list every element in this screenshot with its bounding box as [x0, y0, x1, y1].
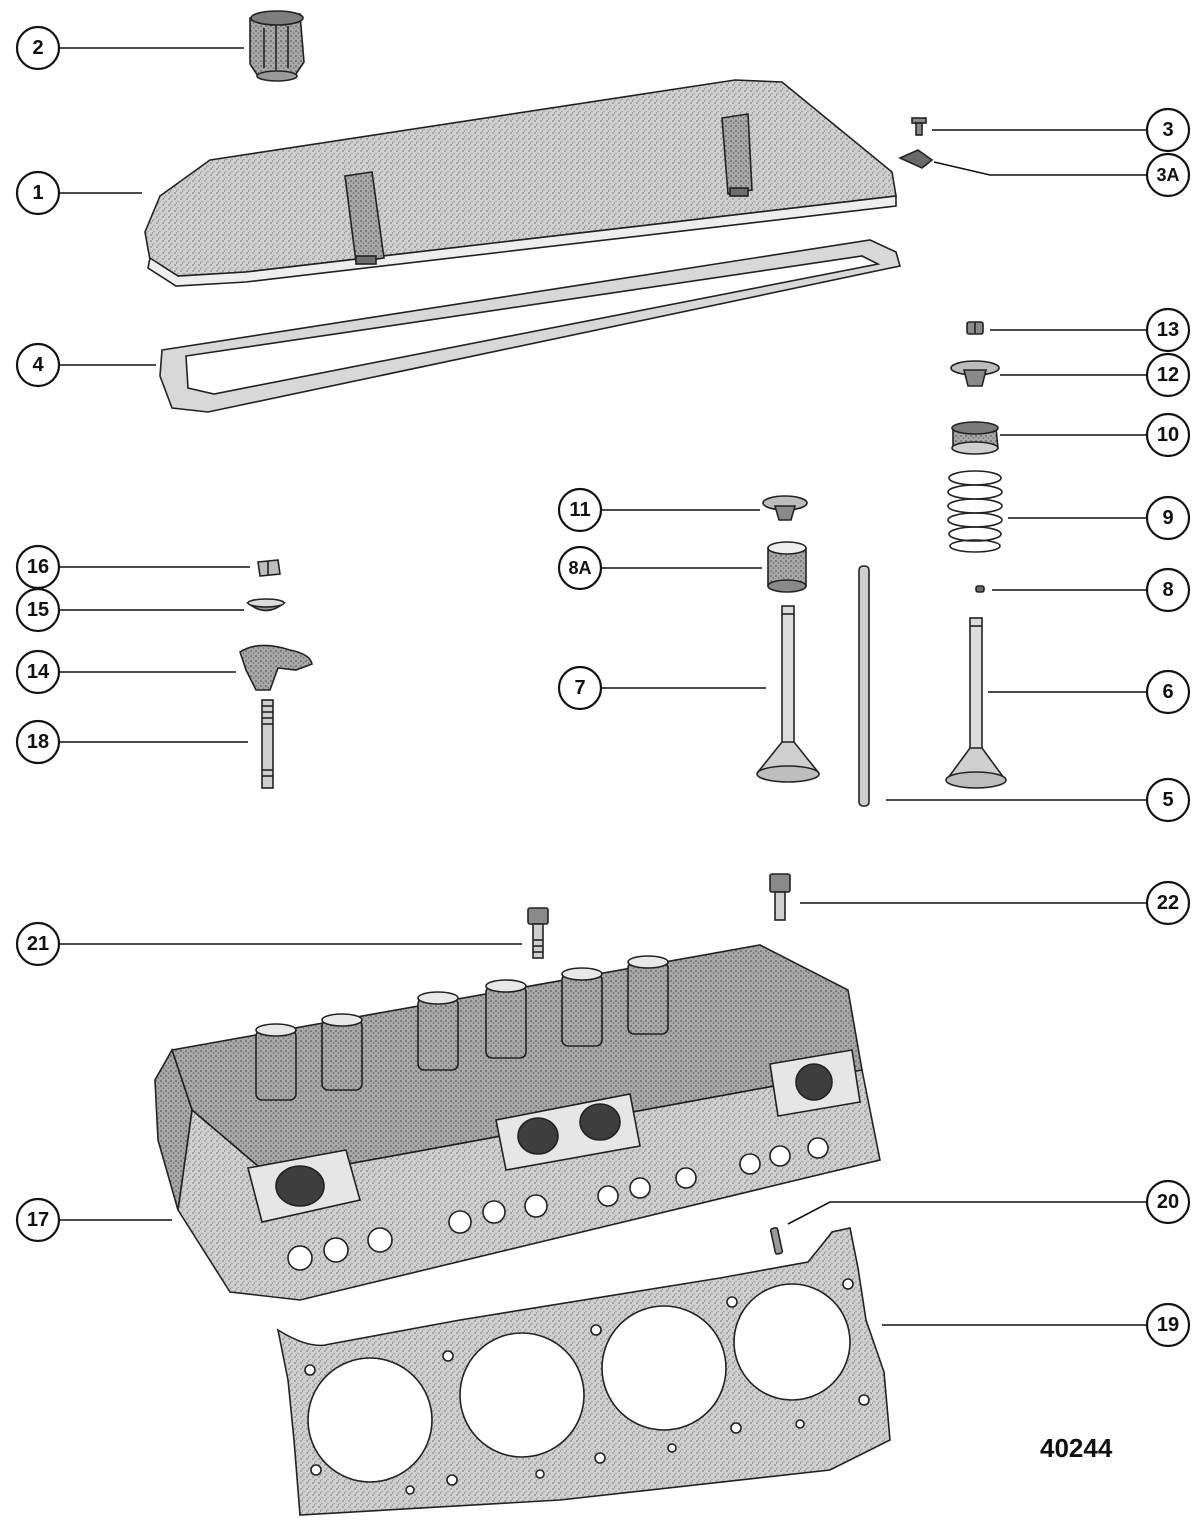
leader-20 [787, 1201, 1146, 1225]
valve-rotator [767, 541, 807, 593]
exhaust-valve [756, 605, 820, 783]
callout-label-6: 6 [1162, 681, 1173, 703]
callout-label-19: 19 [1157, 1314, 1179, 1336]
callout-19: 19 [1145, 1302, 1191, 1348]
oil-filler-cap [249, 10, 305, 82]
callout-label-4: 4 [32, 354, 44, 376]
callout-6: 6 [1145, 669, 1191, 715]
callout-label-10: 10 [1157, 424, 1179, 446]
intake-valve [945, 617, 1007, 789]
callout-label-9: 9 [1162, 507, 1173, 529]
drawing-number: 40244 [1040, 1433, 1113, 1463]
valve-keys [966, 321, 984, 335]
callout-14: 14 [15, 649, 61, 695]
head-lower-holes [287, 1137, 829, 1271]
head-gasket-bolt-holes [304, 1278, 870, 1495]
callout-label-1: 1 [32, 182, 43, 204]
head-valve-springs [255, 955, 669, 1101]
cylinder-head [154, 944, 881, 1301]
callout-label-21: 21 [27, 933, 49, 955]
callout-label-3: 3 [1162, 119, 1173, 141]
callout-1: 1 [15, 170, 61, 216]
push-rod [858, 565, 870, 807]
callout-label-13: 13 [1157, 319, 1179, 341]
valve-cover-gasket [159, 239, 902, 413]
callout-label-11: 11 [569, 499, 590, 521]
callout-20: 20 [1145, 1179, 1191, 1225]
callout-8: 8 [1145, 567, 1191, 613]
callout-4: 4 [15, 342, 61, 388]
spring-shield [951, 421, 999, 455]
screw [911, 117, 927, 136]
callout-label-12: 12 [1157, 364, 1179, 386]
rocker-arm [239, 644, 313, 691]
intake-retainer [950, 360, 1000, 387]
callout-13: 13 [1145, 307, 1191, 353]
callout-12: 12 [1145, 352, 1191, 398]
callout-3: 3 [1145, 107, 1191, 153]
head-bolt-short [769, 873, 791, 921]
leader-3a [933, 161, 1146, 176]
rocker-ball [245, 598, 287, 612]
valve-cover [144, 79, 897, 287]
rocker-nut [257, 559, 281, 577]
leader-lines [60, 47, 1146, 1326]
callout-22: 22 [1145, 880, 1191, 926]
callout-label-16: 16 [27, 556, 49, 578]
callout-label-15: 15 [27, 599, 49, 621]
callout-3a: 3A [1145, 152, 1191, 198]
head-exhaust-ports [247, 1049, 861, 1223]
dowel-pin [769, 1227, 784, 1255]
callout-label-5: 5 [1162, 789, 1173, 811]
callout-label-20: 20 [1157, 1191, 1179, 1213]
valve-spring [947, 470, 1003, 553]
callout-21: 21 [15, 921, 61, 967]
callout-8a: 8A [557, 545, 603, 591]
callout-7: 7 [557, 665, 603, 711]
exhaust-retainer [762, 495, 808, 521]
callout-label-8: 8 [1162, 579, 1173, 601]
callout-17: 17 [15, 1197, 61, 1243]
callout-16: 16 [15, 544, 61, 590]
callout-label-3a: 3A [1156, 165, 1179, 185]
callout-label-2: 2 [32, 37, 43, 59]
callout-11: 11 [557, 487, 603, 533]
callout-5: 5 [1145, 777, 1191, 823]
callout-2: 2 [15, 25, 61, 71]
callout-15: 15 [15, 587, 61, 633]
head-gasket [276, 1227, 891, 1516]
callout-9: 9 [1145, 495, 1191, 541]
callout-label-14: 14 [27, 661, 50, 683]
callout-label-22: 22 [1157, 892, 1179, 914]
callout-label-7: 7 [574, 677, 585, 699]
callout-18: 18 [15, 719, 61, 765]
rocker-stud [261, 699, 274, 789]
head-bolt-long [527, 907, 549, 959]
valve-seal [975, 585, 985, 593]
callout-10: 10 [1145, 412, 1191, 458]
clip [898, 149, 934, 169]
callout-label-18: 18 [27, 731, 49, 753]
callout-label-8a: 8A [568, 558, 591, 578]
callout-label-17: 17 [27, 1209, 49, 1231]
